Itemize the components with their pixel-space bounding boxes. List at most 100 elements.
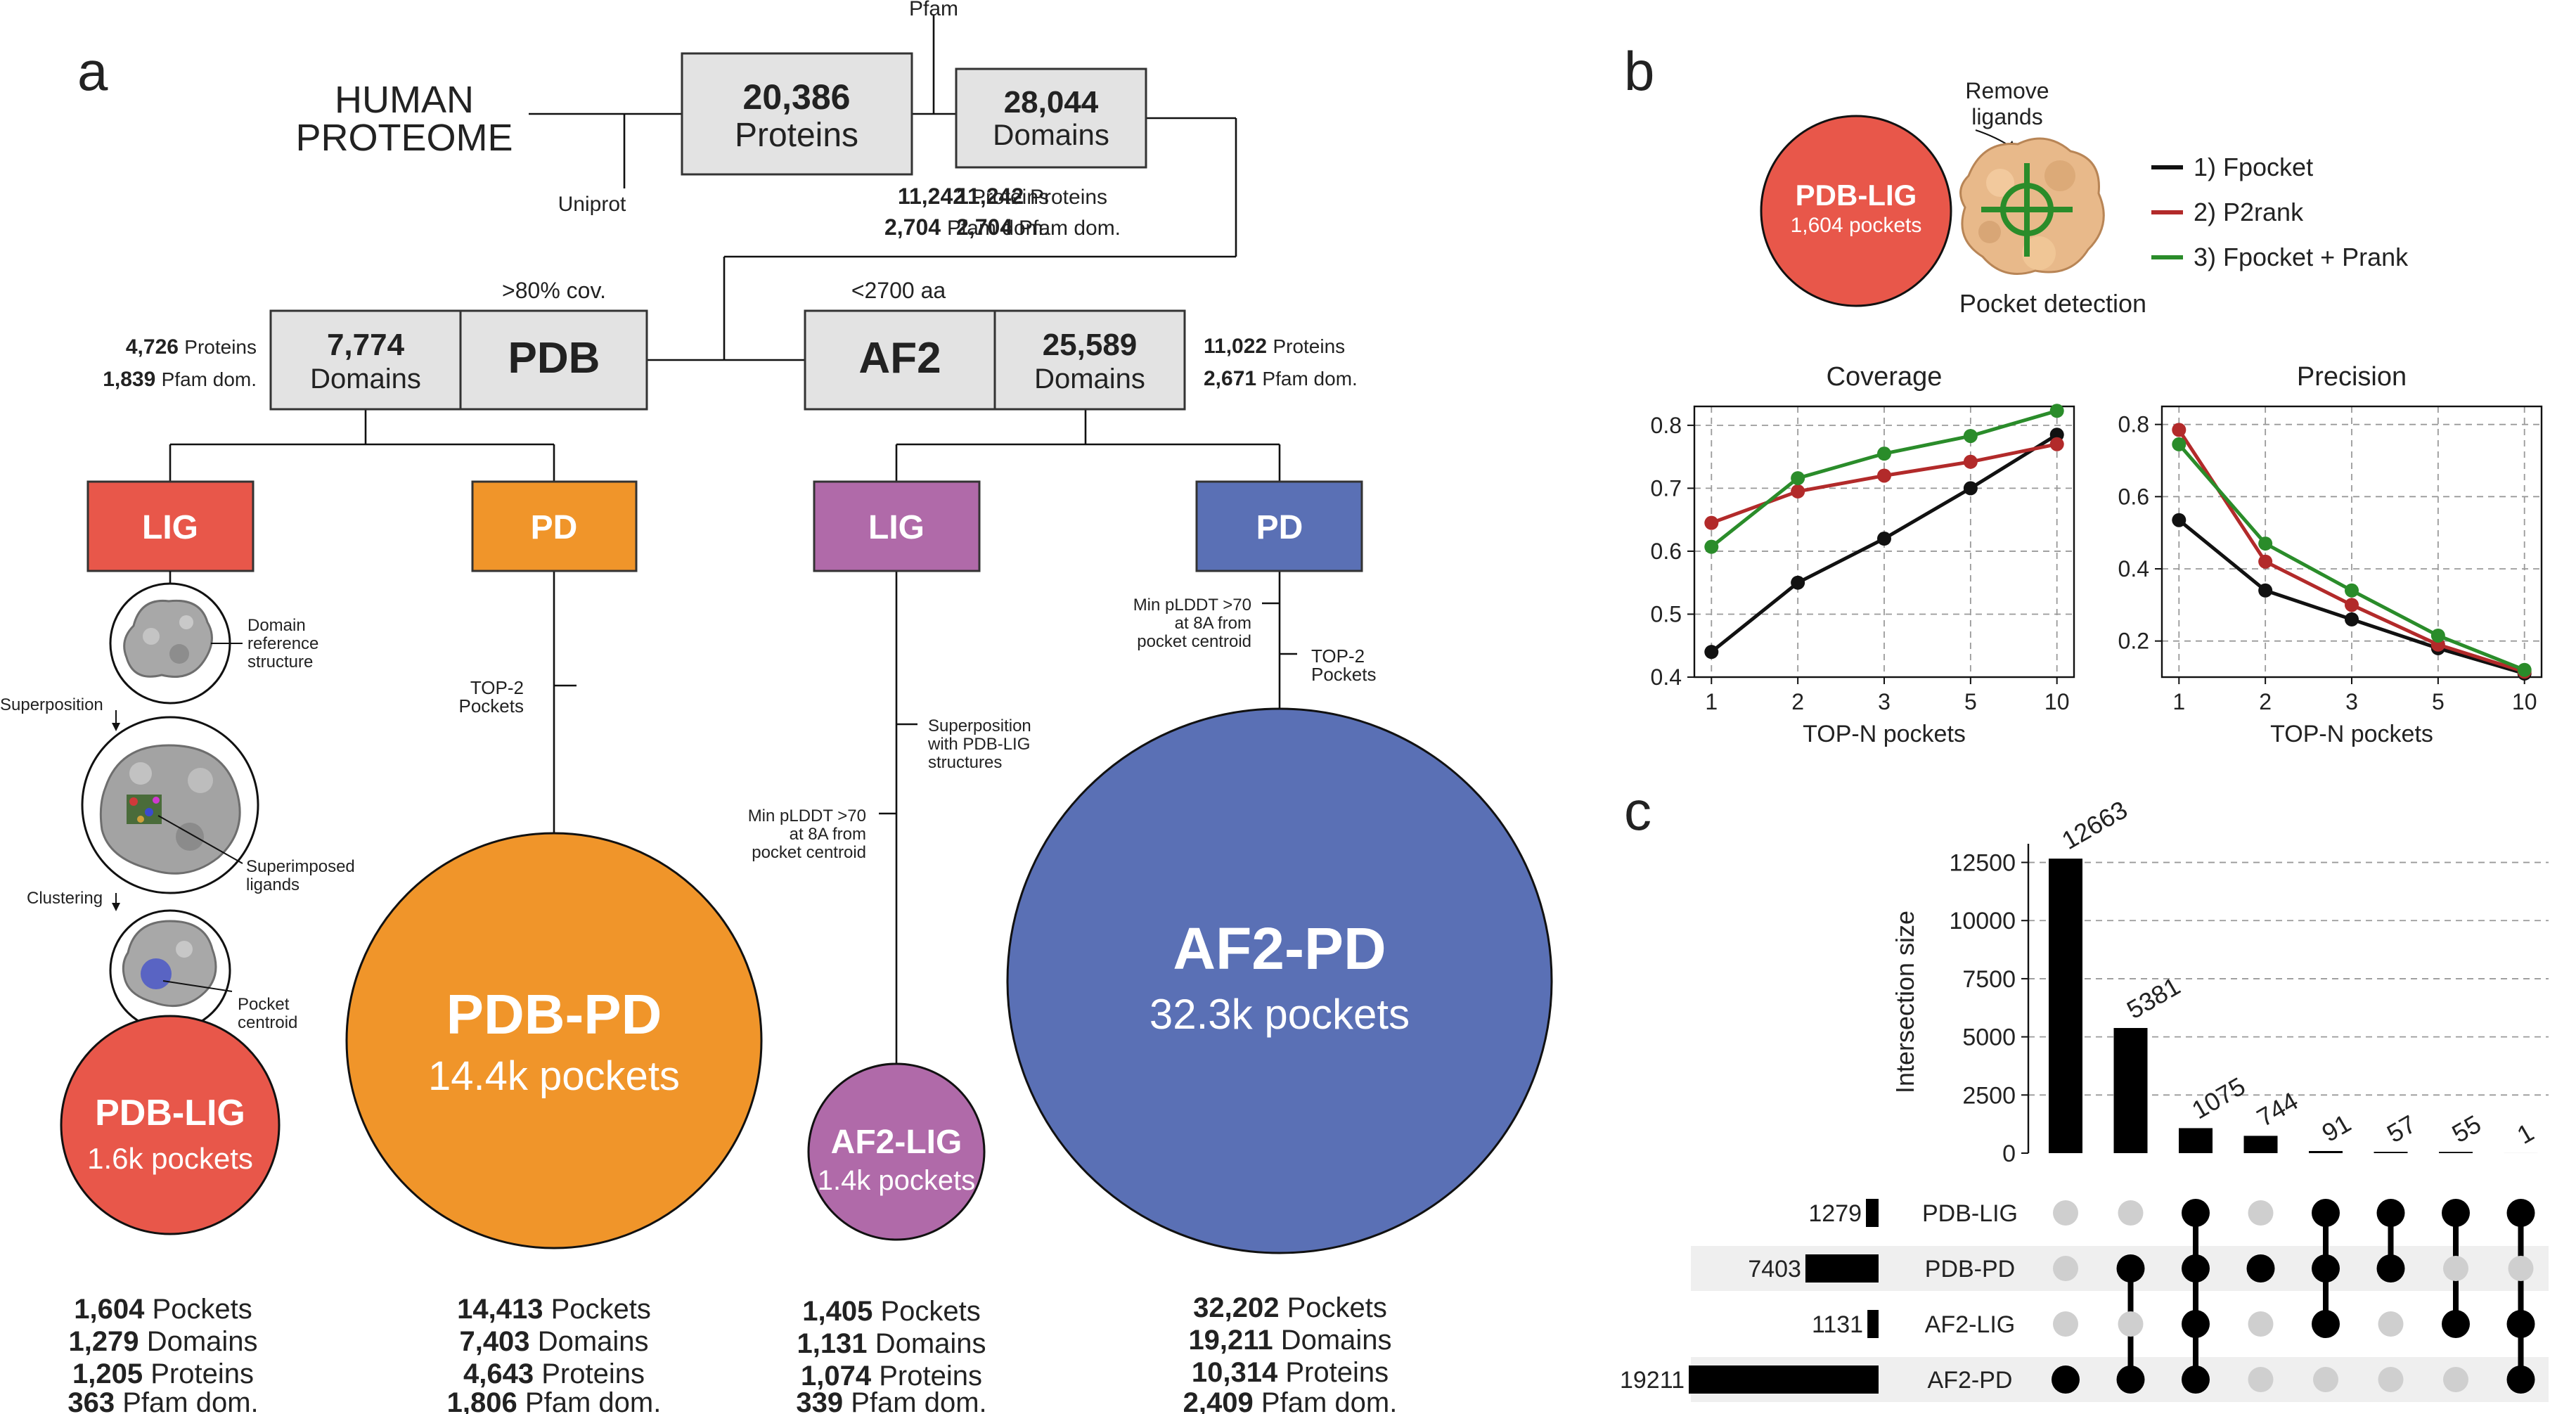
stat-line: 19,211 Domains bbox=[1188, 1325, 1391, 1356]
y-tick-label: 0.7 bbox=[1651, 475, 1682, 501]
set-size-bar bbox=[1867, 1310, 1879, 1338]
membership-dot-filled bbox=[2442, 1310, 2470, 1338]
x-tick-label: 3 bbox=[1878, 689, 1891, 714]
y-tick-label: 0.5 bbox=[1651, 601, 1682, 626]
af2-limit-label: <2700 aa bbox=[851, 278, 946, 303]
min-plddt-left-line2: at 8A from bbox=[790, 825, 866, 844]
af2-pd-box-label: PD bbox=[1256, 509, 1303, 546]
protein-surface-image bbox=[1959, 137, 2105, 275]
data-point bbox=[1877, 468, 1891, 483]
x-tick-label: 10 bbox=[2044, 689, 2070, 714]
membership-dot-filled bbox=[2506, 1199, 2535, 1227]
lig-workflow bbox=[81, 571, 259, 1031]
stats-pdb-lig: 1,604 Pockets 1,279 Domains 1,205 Protei… bbox=[67, 1294, 258, 1414]
pdb-domains-box bbox=[269, 309, 462, 411]
intersection-bar bbox=[2374, 1152, 2408, 1153]
membership-dot-empty bbox=[2248, 1200, 2274, 1226]
top2-right-line1: TOP-2 bbox=[1311, 645, 1365, 667]
af2-lig-circle bbox=[807, 1062, 986, 1241]
membership-dot-filled bbox=[2376, 1199, 2405, 1227]
data-point bbox=[2345, 612, 2359, 626]
y-tick-label: 0.6 bbox=[1651, 539, 1682, 564]
membership-dot-empty bbox=[2118, 1311, 2144, 1337]
data-point bbox=[2258, 554, 2273, 569]
remove-ligands-line1: Remove bbox=[1965, 78, 2049, 103]
af2-box bbox=[804, 309, 996, 411]
b-circle-name: PDB-LIG bbox=[1796, 179, 1917, 212]
membership-dot-filled bbox=[2312, 1199, 2340, 1227]
af2-domains-label: Domains bbox=[1034, 364, 1145, 394]
membership-dot-empty bbox=[2443, 1367, 2468, 1392]
membership-dot-filled bbox=[2116, 1254, 2145, 1283]
pdb-pd-circle-sub: 14.4k pockets bbox=[428, 1053, 680, 1099]
stat-line: 1,205 Proteins bbox=[72, 1358, 254, 1389]
x-axis-label: TOP-N pockets bbox=[2270, 721, 2433, 747]
data-point bbox=[2172, 437, 2187, 451]
x-tick-label: 2 bbox=[1791, 689, 1804, 714]
bar-value-label: 1 bbox=[2512, 1117, 2539, 1150]
data-point bbox=[1791, 484, 1805, 499]
af2-lig-box-label: LIG bbox=[868, 509, 925, 546]
set-size-bar bbox=[1866, 1199, 1879, 1227]
stat-line: 339 Pfam dom. bbox=[796, 1387, 986, 1414]
y-axis-label: Intersection size bbox=[1891, 911, 1919, 1093]
y-tick-label: 12500 bbox=[1949, 850, 2016, 877]
proteome-sub-proteins: 11,242 Proteins bbox=[898, 184, 1049, 209]
data-point bbox=[1704, 645, 1719, 660]
data-point bbox=[1704, 515, 1719, 530]
data-point bbox=[2345, 583, 2359, 598]
proteome-sub-pfam-num: 2,704 bbox=[884, 214, 941, 240]
chart-title: Coverage bbox=[1827, 362, 1943, 392]
membership-dot-empty bbox=[2313, 1367, 2338, 1392]
superimposed-line2: ligands bbox=[246, 875, 300, 894]
pdb-lig-circle-sub: 1.6k pockets bbox=[87, 1142, 253, 1175]
intersection-bar bbox=[2179, 1128, 2213, 1153]
legend-label-p2rank: 2) P2rank bbox=[2194, 198, 2304, 226]
legend-label-fpocket: 1) Fpocket bbox=[2194, 153, 2313, 181]
tree-connectors bbox=[169, 15, 1297, 1063]
membership-dot-empty bbox=[2378, 1367, 2404, 1392]
set-name-label: AF2-LIG bbox=[1925, 1311, 2015, 1338]
set-size-label: 1131 bbox=[1812, 1311, 1863, 1338]
uniprot-label: Uniprot bbox=[558, 193, 626, 216]
y-tick-label: 7500 bbox=[1962, 966, 2016, 993]
x-tick-label: 10 bbox=[2512, 689, 2537, 714]
membership-dot-filled bbox=[2182, 1365, 2210, 1394]
set-size-label: 7403 bbox=[1748, 1256, 1801, 1283]
stats-af2-lig: 1,405 Pockets 1,131 Domains 1,074 Protei… bbox=[796, 1296, 986, 1414]
y-tick-label: 0.4 bbox=[2118, 556, 2149, 581]
set-name-label: PDB-LIG bbox=[1922, 1200, 2018, 1227]
pfam-label: Pfam bbox=[909, 0, 958, 20]
data-point bbox=[1963, 429, 1978, 444]
data-point bbox=[1877, 532, 1891, 546]
proteome-sub-proteins-right: 11,242 Proteins bbox=[956, 184, 1107, 209]
pdb-pd-box bbox=[471, 480, 638, 572]
superposition-pdblig-line1: Superposition bbox=[928, 716, 1031, 735]
stat-line: 7,403 Domains bbox=[459, 1326, 648, 1357]
membership-dot-filled bbox=[2182, 1310, 2210, 1338]
bar-value-label: 55 bbox=[2447, 1110, 2486, 1149]
proteome-sub-pfam-label: Pfam dom. bbox=[947, 217, 1049, 240]
stat-line: 2,409 Pfam dom. bbox=[1183, 1387, 1398, 1414]
proteome-sub-proteins-num: 11,242 bbox=[898, 184, 965, 209]
intersection-bar bbox=[2309, 1150, 2343, 1153]
x-tick-label: 5 bbox=[1964, 689, 1977, 714]
af2-lig-box bbox=[813, 480, 981, 572]
remove-ligands-line2: ligands bbox=[1971, 104, 2042, 129]
domains-label: Domains bbox=[993, 118, 1109, 151]
stat-line: 1,405 Pockets bbox=[802, 1296, 981, 1327]
pdb-side-proteins: 4,726 Proteins bbox=[126, 335, 257, 359]
pdb-pd-circle bbox=[345, 832, 763, 1249]
membership-dot-filled bbox=[2376, 1254, 2405, 1283]
af2-side-proteins: 11,022 Proteins bbox=[1204, 335, 1345, 358]
stats-af2-pd: 32,202 Pockets 19,211 Domains 10,314 Pro… bbox=[1183, 1292, 1398, 1414]
stat-line: 14,413 Pockets bbox=[457, 1294, 651, 1325]
stat-line: 1,074 Proteins bbox=[801, 1361, 982, 1391]
domain-ref-line1: Domain bbox=[247, 616, 306, 635]
pdb-domains-label: Domains bbox=[310, 364, 421, 394]
membership-dot-filled bbox=[2312, 1254, 2340, 1283]
proteins-count: 20,386 bbox=[743, 77, 851, 117]
panel-label-c: c bbox=[1624, 780, 1651, 842]
stat-line: 10,314 Proteins bbox=[1192, 1357, 1389, 1388]
